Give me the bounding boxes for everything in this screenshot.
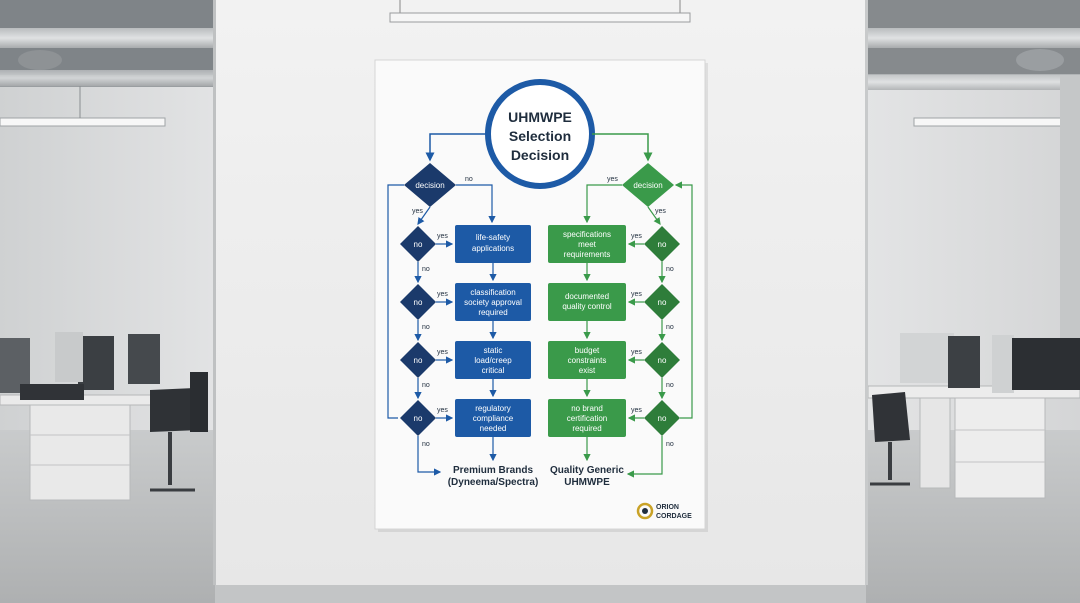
right-box-2-line-2: quality control [562, 302, 612, 311]
left-yes-4: yes [437, 407, 448, 414]
left-diamond-3-label: no [414, 356, 423, 365]
right-box-1-line-3: requirements [564, 250, 611, 259]
right-diamond-1-label: no [658, 240, 667, 249]
right-no-3: no [666, 382, 674, 389]
poster-title-line-3: Decision [511, 147, 569, 163]
right-outcome-line-2: UHMWPE [564, 477, 610, 488]
right-box-2-line-1: documented [565, 292, 609, 301]
left-outcome-line-2: (Dyneema/Spectra) [448, 477, 539, 488]
right-box-1 [548, 225, 626, 263]
ceiling-light-left [0, 117, 166, 127]
left-top-decision-label: decision [415, 181, 444, 190]
logo-line-1: ORION [656, 504, 679, 511]
orion-cordage-logo: ORION CORDAGE [636, 502, 692, 520]
left-box-4 [455, 399, 531, 437]
right-flow: decision yes yes specifications meet req… [548, 133, 693, 488]
right-box-3-line-1: budget [575, 346, 600, 355]
right-box-3-line-2: constraints [568, 356, 607, 365]
right-yes-1: yes [631, 233, 642, 240]
left-no-3: no [422, 382, 430, 389]
right-box-4-line-2: certification [567, 414, 607, 423]
left-box-4-line-1: regulatory [475, 404, 511, 413]
left-box-4-line-3: needed [480, 424, 507, 433]
left-diamond-1-label: no [414, 240, 423, 249]
right-yes-4: yes [631, 407, 642, 414]
left-yes-1: yes [437, 233, 448, 240]
left-top-no-label: no [465, 176, 473, 183]
pendant-light [389, 0, 691, 23]
right-box-4-line-3: required [572, 424, 601, 433]
left-box-4-line-2: compliance [473, 414, 514, 423]
right-box-4-line-1: no brand [571, 404, 603, 413]
left-box-1 [455, 225, 531, 263]
right-top-decision-label: decision [633, 181, 662, 190]
right-no-4: no [666, 441, 674, 448]
left-flow: decision no yes no yes life-safety appli… [387, 133, 539, 488]
right-diamond-2 [644, 284, 680, 320]
right-diamond-4-label: no [658, 414, 667, 423]
left-box-2-line-1: classification [470, 288, 515, 297]
right-diamond-3-label: no [658, 356, 667, 365]
left-box-2-line-2: society approval [464, 298, 522, 307]
left-no-1: no [422, 266, 430, 273]
right-box-1-line-1: specifications [563, 230, 611, 239]
left-box-3-line-3: critical [482, 366, 505, 375]
right-office-area [866, 0, 1080, 603]
left-box-3-line-1: static [484, 346, 503, 355]
left-top-yes-label: yes [412, 208, 423, 215]
left-yes-2: yes [437, 291, 448, 298]
left-diamond-3 [400, 342, 436, 378]
left-box-3-line-2: load/creep [474, 356, 512, 365]
right-box-4 [548, 399, 626, 437]
right-diamond-3 [644, 342, 680, 378]
left-no-4: no [422, 441, 430, 448]
left-box-1-line-1: life-safety [476, 233, 510, 242]
poster-title-line-2: Selection [509, 128, 571, 144]
right-box-2 [548, 283, 626, 321]
right-no-1: no [666, 266, 674, 273]
left-box-3 [455, 341, 531, 379]
left-box-2 [455, 283, 531, 321]
left-diamond-4-label: no [414, 414, 423, 423]
left-yes-3: yes [437, 349, 448, 356]
left-diamond-2 [400, 284, 436, 320]
left-diamond-4 [400, 400, 436, 436]
right-top-decision-diamond [622, 163, 674, 207]
right-diamond-2-label: no [658, 298, 667, 307]
right-diamond-1 [644, 226, 680, 262]
poster: UHMWPE Selection Decision decision no ye… [374, 59, 708, 532]
right-box-1-line-2: meet [578, 240, 597, 249]
right-outcome-line-1: Quality Generic [550, 465, 624, 476]
left-office-area [0, 0, 215, 603]
left-diamond-1 [400, 226, 436, 262]
right-box-3-line-3: exist [579, 366, 596, 375]
left-no-2: no [422, 324, 430, 331]
ceiling-duct [0, 28, 215, 48]
logo-mark-icon [636, 502, 654, 520]
left-box-2-line-3: required [478, 308, 507, 317]
left-outcome-line-1: Premium Brands [453, 465, 533, 476]
ceiling-light-right [913, 117, 1080, 127]
left-box-1-line-2: applications [472, 244, 514, 253]
right-top-yes-below-label: yes [655, 208, 666, 215]
left-diamond-2-label: no [414, 298, 423, 307]
logo-line-2: CORDAGE [656, 513, 692, 520]
right-no-2: no [666, 324, 674, 331]
right-yes-2: yes [631, 291, 642, 298]
left-top-decision-diamond [404, 163, 456, 207]
right-top-yes-left-label: yes [607, 176, 618, 183]
right-diamond-4 [644, 400, 680, 436]
right-yes-3: yes [631, 349, 642, 356]
poster-title-line-1: UHMWPE [508, 109, 572, 125]
right-box-3 [548, 341, 626, 379]
